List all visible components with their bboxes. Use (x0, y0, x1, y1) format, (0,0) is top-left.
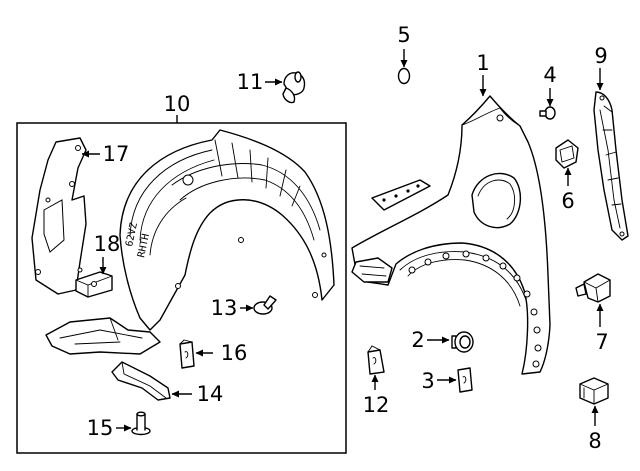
rivet-13 (253, 295, 277, 315)
callout-11: 11 (237, 70, 264, 94)
callout-labels: 1 2 3 4 5 6 7 8 9 10 11 12 13 14 15 16 1… (87, 23, 609, 453)
callout-13: 13 (211, 296, 238, 320)
plug-5 (397, 67, 411, 85)
callout-3: 3 (421, 369, 434, 393)
callout-2: 2 (411, 328, 424, 352)
wheelhouse-liner: 62VZ RHTH (45, 129, 335, 355)
retainer-8 (579, 377, 609, 405)
fender-1 (351, 95, 551, 375)
callout-18: 18 (94, 232, 121, 256)
callout-4: 4 (543, 63, 556, 87)
callout-15: 15 (87, 416, 114, 440)
callout-10: 10 (164, 92, 191, 116)
nut-clip-16 (179, 339, 195, 369)
callout-12: 12 (363, 393, 390, 417)
clip-12 (367, 345, 385, 375)
retainer-7 (575, 273, 611, 303)
bracket-9 (593, 91, 629, 241)
liner-group-box (16, 115, 347, 454)
grommet-6 (555, 139, 579, 169)
callout-7: 7 (595, 330, 608, 354)
liner-stamp-line2: RHTH (136, 233, 152, 259)
screw-4 (539, 106, 556, 120)
bolt-2 (451, 331, 474, 353)
callout-17: 17 (103, 142, 130, 166)
leader-lines (81, 49, 604, 432)
push-retainer-11 (282, 71, 306, 104)
bracket-17 (31, 137, 87, 295)
callout-14: 14 (197, 382, 224, 406)
callout-5: 5 (397, 23, 410, 47)
clip-18 (75, 271, 113, 298)
liner-stamp-line1: 62VZ (124, 222, 140, 248)
push-pin-15 (131, 411, 151, 436)
callout-8: 8 (588, 429, 601, 453)
callout-1: 1 (476, 51, 489, 75)
callout-6: 6 (561, 189, 574, 213)
callout-9: 9 (594, 44, 607, 68)
clip-3 (457, 367, 473, 393)
bracket-14 (111, 361, 171, 401)
callout-16: 16 (221, 341, 248, 365)
